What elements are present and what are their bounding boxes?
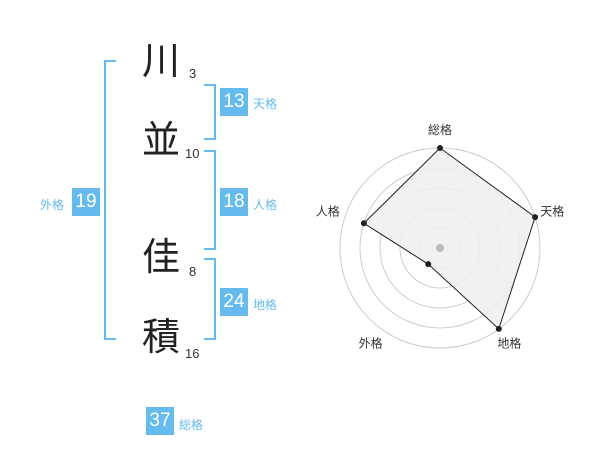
stroke-count-1: 3 xyxy=(189,66,197,81)
gaikaku-bracket xyxy=(104,60,116,340)
radar-axis-label-3: 外格 xyxy=(359,335,383,350)
tenkaku-bracket xyxy=(204,84,216,140)
chikaku-label: 地格 xyxy=(253,298,278,312)
gaikaku-label: 外格 xyxy=(40,198,65,212)
chikaku-bracket xyxy=(204,258,216,340)
soukaku-value: 37 xyxy=(146,407,174,435)
name-char-1: 川 xyxy=(142,39,181,83)
tenkaku-value: 13 xyxy=(220,88,248,116)
radar-point-3 xyxy=(425,261,432,268)
radar-center-dot xyxy=(436,244,444,252)
name-char-3: 佳 xyxy=(142,235,181,279)
chikaku-value: 24 xyxy=(220,288,248,316)
jinkaku-label: 人格 xyxy=(253,198,278,212)
stroke-count-3: 8 xyxy=(189,264,197,279)
stroke-count-2: 10 xyxy=(185,146,200,161)
name-char-2: 並 xyxy=(142,118,181,162)
radar-point-4 xyxy=(360,220,367,227)
radar-point-1 xyxy=(532,214,539,221)
radar-data-polygon xyxy=(363,147,536,330)
radar-axis-label-1: 天格 xyxy=(540,204,564,219)
radar-axis-label-2: 地格 xyxy=(497,335,521,350)
radar-axis-label-0: 総格 xyxy=(428,122,452,137)
stroke-count-4: 16 xyxy=(185,346,200,361)
tenkaku-label: 天格 xyxy=(253,97,278,111)
radar-axis-label-4: 人格 xyxy=(316,204,340,219)
gaikaku-value: 19 xyxy=(72,188,100,216)
radar-data-points xyxy=(360,145,539,332)
soukaku-label: 総格 xyxy=(179,418,204,432)
radar-point-0 xyxy=(437,145,443,151)
jinkaku-bracket xyxy=(204,150,216,250)
radar-point-2 xyxy=(495,325,502,332)
jinkaku-value: 18 xyxy=(220,188,248,216)
name-char-4: 積 xyxy=(142,315,181,359)
